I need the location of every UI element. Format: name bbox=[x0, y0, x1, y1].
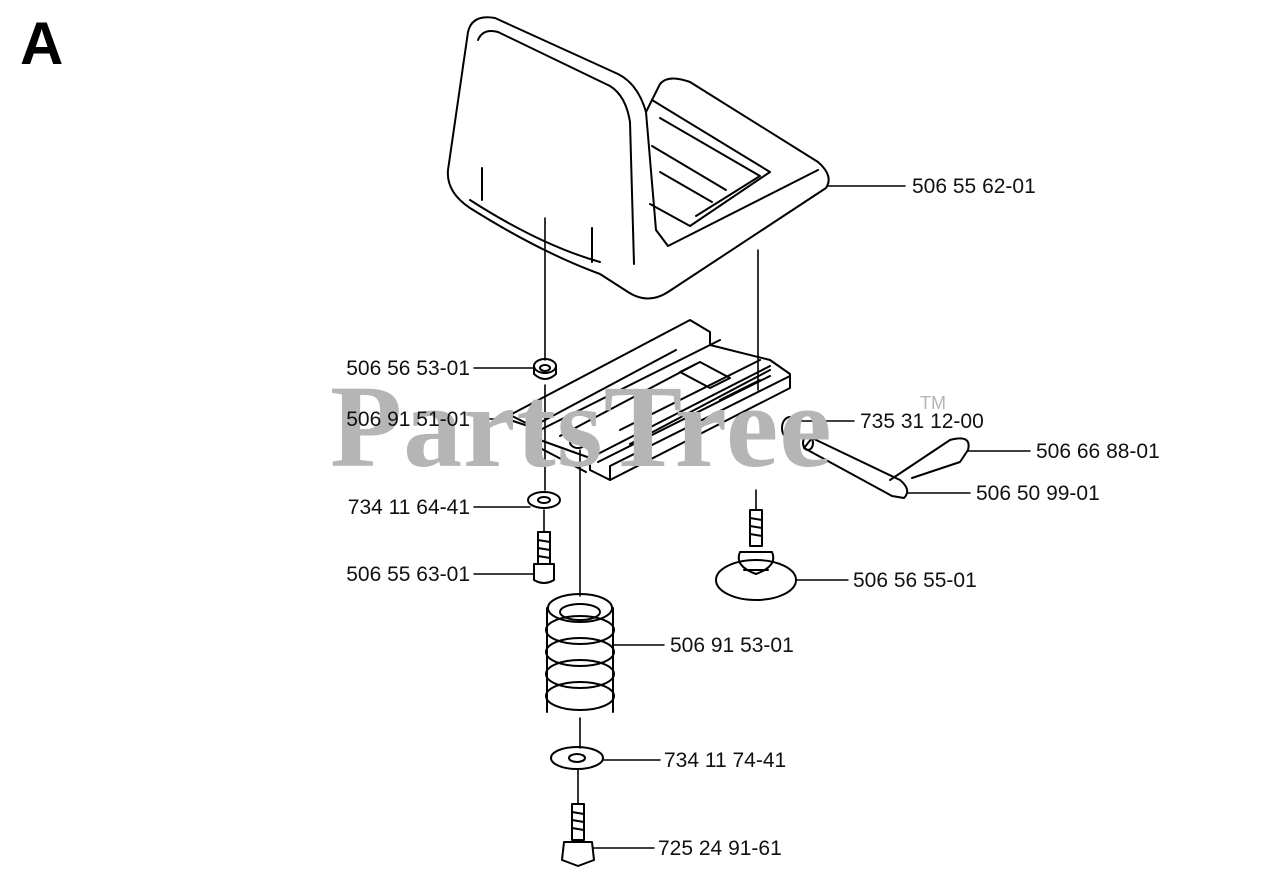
leader-lines bbox=[473, 185, 1031, 849]
section-letter: A bbox=[20, 10, 64, 77]
part-number-screw[interactable]: 506 55 63-01 bbox=[346, 563, 470, 586]
bolt-drawing bbox=[561, 803, 595, 867]
part-number-knob[interactable]: 506 56 55-01 bbox=[853, 569, 977, 592]
bracket-drawing bbox=[509, 319, 791, 481]
washer-upper-drawing bbox=[527, 491, 561, 509]
part-number-washer-upper[interactable]: 734 11 64-41 bbox=[347, 496, 470, 519]
part-number-seat[interactable]: 506 55 62-01 bbox=[912, 175, 1036, 198]
assembly-lines bbox=[543, 217, 759, 805]
part-number-hair-pin[interactable]: 506 66 88-01 bbox=[1036, 440, 1160, 463]
knob-drawing bbox=[715, 509, 797, 601]
part-number-bushing[interactable]: 506 56 53-01 bbox=[346, 357, 470, 380]
part-number-bolt[interactable]: 725 24 91-61 bbox=[658, 837, 782, 860]
part-number-washer-lower[interactable]: 734 11 74-41 bbox=[664, 749, 787, 772]
spring-drawing bbox=[545, 593, 615, 713]
watermark-trademark: TM bbox=[920, 393, 946, 413]
hair-pin-drawing bbox=[889, 437, 970, 481]
part-number-pin[interactable]: 506 50 99-01 bbox=[976, 482, 1100, 505]
part-number-bracket[interactable]: 506 91 51-01 bbox=[346, 408, 470, 431]
lock-washer-drawing bbox=[781, 416, 799, 440]
part-number-spring[interactable]: 506 91 53-01 bbox=[670, 634, 794, 657]
screw-drawing bbox=[533, 531, 555, 584]
seat-drawing bbox=[446, 16, 830, 300]
part-number-lock-washer[interactable]: 735 31 12-00 bbox=[860, 410, 984, 433]
pin-drawing bbox=[802, 435, 909, 499]
washer-lower-drawing bbox=[550, 746, 604, 770]
bushing-drawing bbox=[533, 358, 557, 380]
